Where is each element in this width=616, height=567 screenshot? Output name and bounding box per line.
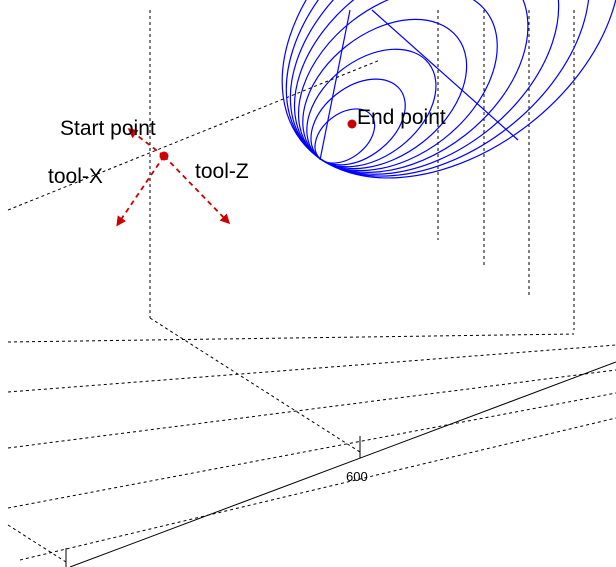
- spiral-loop: [297, 0, 498, 172]
- tool-x-arrow: [116, 155, 165, 227]
- cone-edge-right: [371, 9, 519, 141]
- grid-diagonal-2: [7, 333, 575, 343]
- grid-diagonal-1: [7, 59, 381, 211]
- tool-cone: [319, 9, 519, 161]
- tool-z-arrow: [163, 155, 231, 225]
- tool-axes: [116, 128, 231, 227]
- start-point-label: Start point: [60, 117, 156, 140]
- tool-z-label: tool-Z: [195, 160, 249, 183]
- tool-y-arrow: [127, 128, 165, 157]
- axis-lines: [65, 361, 616, 567]
- grid-diagonal-6: [19, 417, 616, 561]
- grid-diagonal-5: [7, 392, 616, 509]
- cone-edge-left: [319, 9, 351, 161]
- grid-lines: [7, 10, 616, 563]
- spiral-loop: [302, 18, 468, 170]
- spiral-loop: [281, 0, 616, 179]
- grid-diagonal-4: [7, 369, 616, 449]
- grid-diagonal-3: [7, 344, 616, 393]
- axis-tick-label: 600: [346, 469, 368, 484]
- start-point-marker: [159, 151, 169, 161]
- grid-floor-diagonal-2: [7, 524, 67, 563]
- spiral-tool-path: [281, 0, 616, 179]
- x-axis-line: [69, 361, 616, 567]
- end-point-label: End point: [357, 106, 446, 129]
- end-point-marker: [347, 119, 357, 129]
- tool-x-label: tool-X: [48, 165, 103, 188]
